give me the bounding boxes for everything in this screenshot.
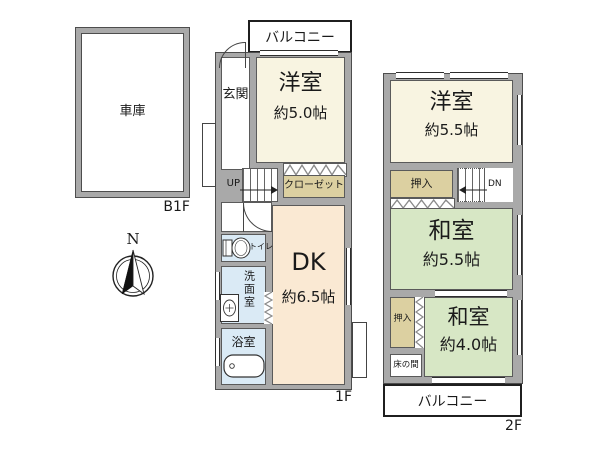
f2-window-east-1 (517, 95, 522, 145)
toilet-icon (222, 236, 252, 260)
room-f2-western (390, 80, 513, 163)
room-f2-japanese-2 (424, 297, 513, 377)
dk-size: 約6.5帖 (281, 288, 336, 306)
entrance-door-leaf (245, 42, 246, 68)
f2-western-room-name: 洋室 (429, 90, 474, 115)
entrance-label: 玄関 (222, 87, 249, 102)
f2-balcony-label: バルコニー (417, 393, 488, 410)
stairs-down-arrow-icon (459, 180, 487, 194)
floor-label-2f: 2F (505, 418, 522, 434)
room-dk (272, 205, 345, 385)
room-f2-japanese-1 (390, 208, 513, 290)
f1-window-west-2 (215, 338, 220, 366)
dk-name: DK (291, 248, 326, 276)
stairs-up-label: UP (226, 178, 240, 189)
entrance-door-arc-icon (219, 42, 245, 68)
bathroom-label: 浴室 (231, 335, 256, 349)
f2-japanese-room-2-size: 約4.0帖 (439, 335, 498, 354)
f2-oshiire-side-label: 押入 (393, 314, 412, 324)
f2-japanese-room-1-name: 和室 (428, 218, 475, 244)
room-f1-western (256, 57, 345, 163)
dk-door-leaf (243, 203, 244, 232)
room-tokonoma (390, 354, 422, 377)
room-f2-oshiire-side (390, 297, 415, 348)
f2-western-room-size: 約5.5帖 (424, 121, 479, 139)
floor-label-1f: 1F (335, 389, 352, 405)
f1-west-bay (202, 123, 216, 187)
f2-window-east-2 (517, 215, 522, 275)
toilet-label: トイレ (249, 242, 273, 251)
f2-window-east-3 (517, 300, 522, 355)
f1-east-bay (352, 322, 367, 378)
f2-japanese-room-1-size: 約5.5帖 (422, 250, 481, 269)
stairs-down-label: DN (488, 179, 502, 189)
f1-balcony-label: バルコニー (265, 29, 335, 46)
f1-window-north (260, 50, 338, 56)
room-f2-oshiire-top (390, 170, 453, 198)
stairs-up (242, 168, 278, 202)
bathtub-icon (223, 354, 265, 378)
compass-icon (108, 248, 158, 300)
f2-oshiire-top-label: 押入 (410, 177, 433, 190)
room-entrance (221, 57, 250, 170)
sink-icon (220, 294, 239, 322)
f2-window-north-1 (396, 72, 444, 79)
f1-western-room-name: 洋室 (278, 71, 323, 96)
f2-oshiire-side-symbol-icon (415, 297, 424, 348)
stairs-down (457, 168, 485, 202)
f2-japanese-room-2-name: 和室 (447, 305, 490, 329)
f1-balcony: バルコニー (248, 20, 352, 53)
f2-window-north-2 (450, 72, 508, 79)
f2-corridor (485, 168, 513, 202)
f2-balcony: バルコニー (383, 384, 522, 417)
f2-fusuma-opening (435, 290, 507, 297)
room-f1-closet (283, 175, 345, 198)
f2-balcony-door (432, 377, 505, 384)
tokonoma-label: 床の間 (393, 360, 419, 370)
f1-closet-label: クローゼット (284, 180, 344, 191)
stairs-up-arrow-icon (240, 180, 278, 194)
compass-north-label: N (126, 230, 140, 248)
garage-label: 車庫 (119, 104, 146, 119)
f1-window-west-1 (215, 272, 220, 300)
washroom-opening-symbol-icon (264, 292, 273, 324)
f1-western-room-size: 約5.0帖 (273, 104, 328, 122)
f1-window-east (346, 248, 351, 305)
room-garage (81, 33, 184, 192)
washroom-label: 洗面室 (242, 270, 256, 309)
floor-label-b1f: B1F (163, 199, 190, 215)
